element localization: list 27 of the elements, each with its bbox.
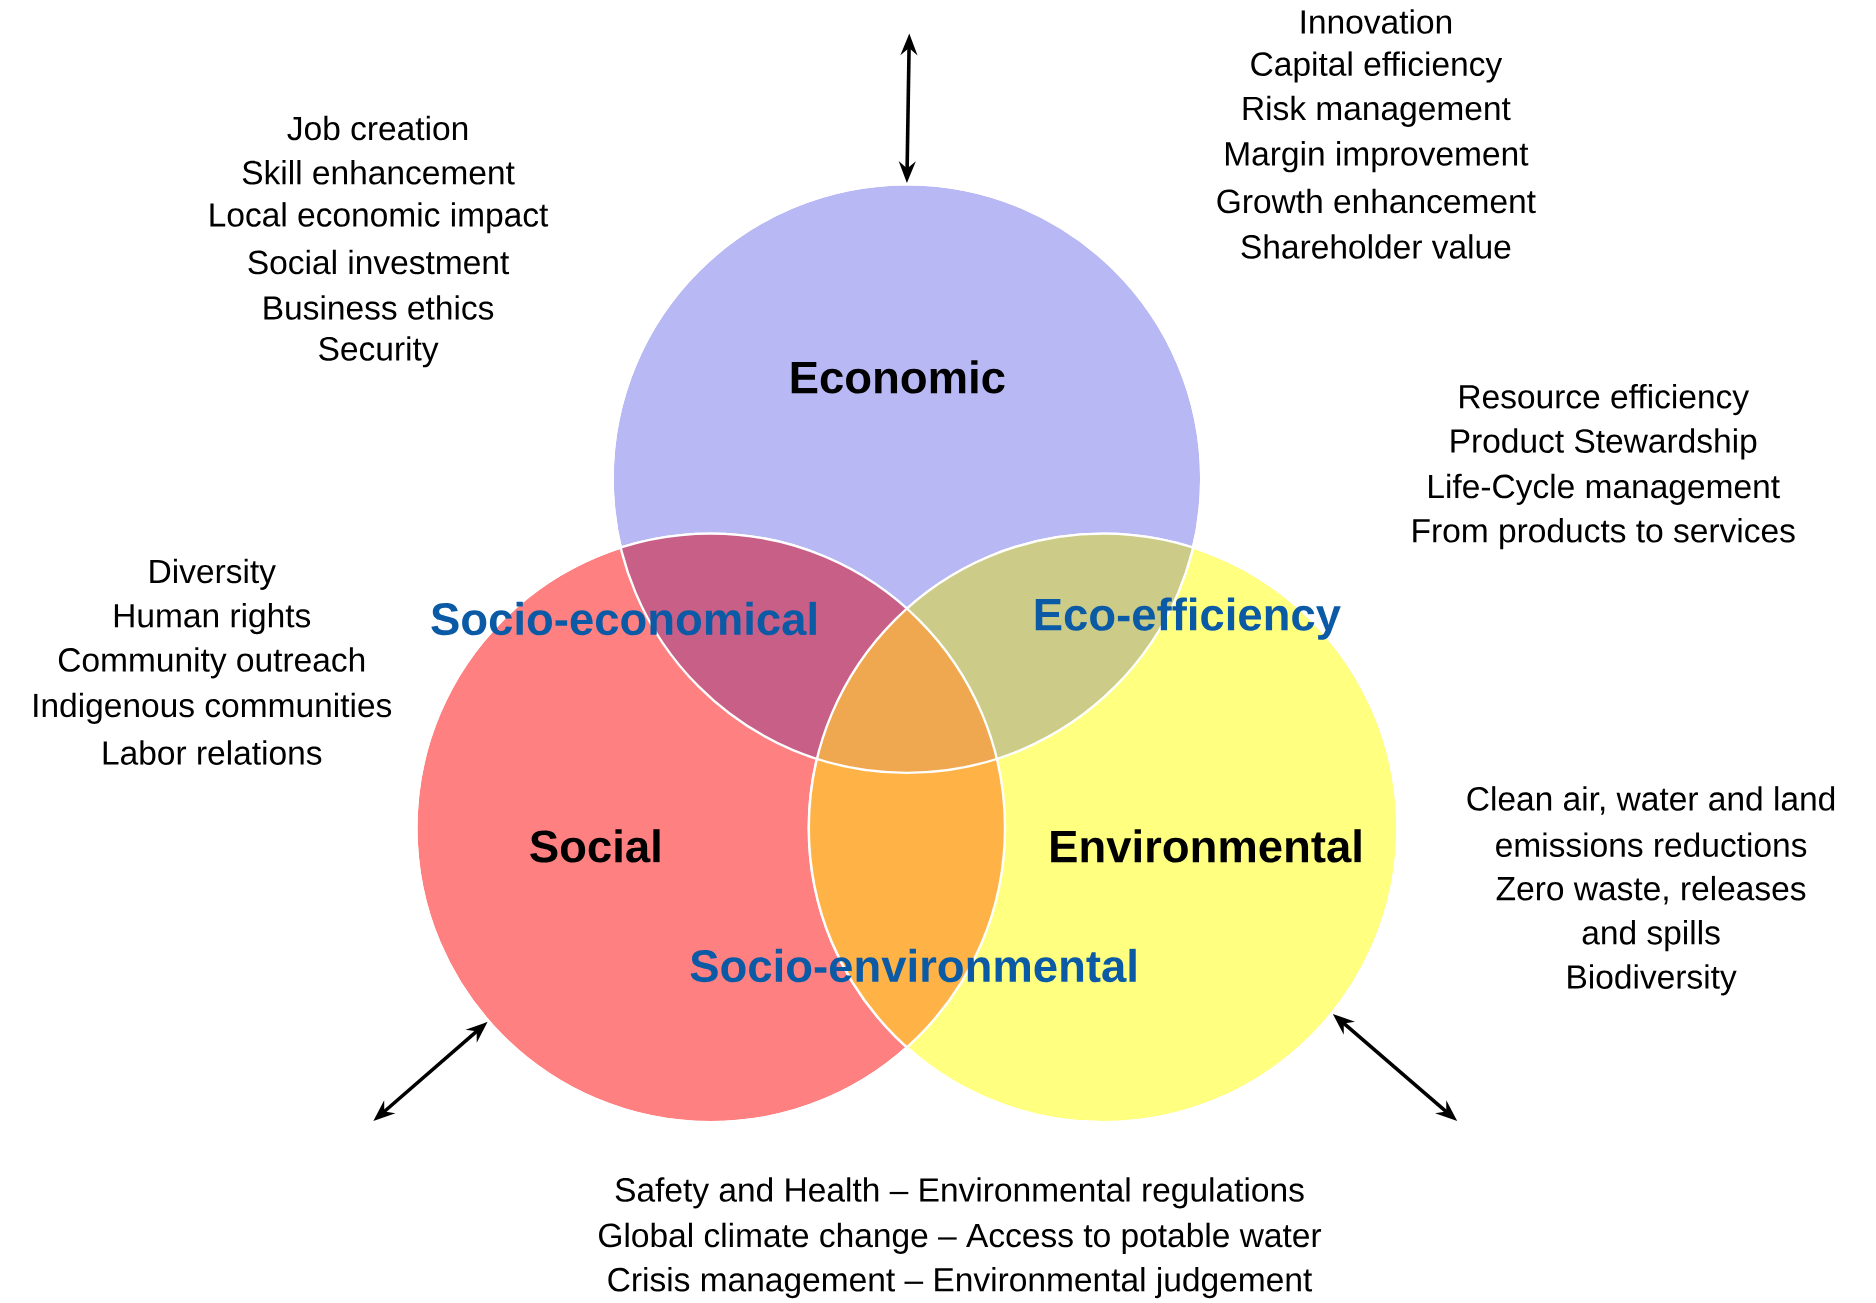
list-item: Product Stewardship <box>1451 428 1757 460</box>
list-item: From products to services <box>1413 518 1795 550</box>
list-item: Shareholder value <box>1241 234 1511 259</box>
list-item: Zero waste, releases <box>1496 875 1806 905</box>
list-item: Global climate change – Access to potable water <box>599 1222 1322 1254</box>
list-item: Community outreach <box>58 647 365 679</box>
list-item: Capital efficiency <box>1251 51 1503 83</box>
list-item: Skill enhancement <box>242 160 515 185</box>
list-item: Local economic impact <box>210 202 549 234</box>
list-item: Life-Cycle management <box>1429 473 1780 505</box>
list-item: Security <box>319 336 439 368</box>
list-item: Crisis management – Environmental judgement <box>608 1267 1313 1299</box>
list-item: Safety and Health – Environmental regulations <box>615 1177 1304 1209</box>
list-item: Job creation <box>287 115 468 141</box>
list-item: Risk management <box>1243 95 1511 127</box>
list-item: Margin improvement <box>1226 141 1529 173</box>
list-item: Resource efficiency <box>1460 384 1749 416</box>
list-item: Labor relations <box>103 740 322 765</box>
list-item: Biodiversity <box>1568 964 1737 996</box>
list-item: Human rights <box>114 603 311 635</box>
list-item: Social investment <box>248 249 510 275</box>
list-item: Business ethics <box>264 295 494 320</box>
list-item: emissions reductions <box>1496 832 1807 858</box>
list-item: Clean air, water and land <box>1467 786 1835 815</box>
list-item: Diversity <box>150 558 276 590</box>
list-item: and spills <box>1582 920 1720 952</box>
list-item: Innovation <box>1301 9 1452 34</box>
